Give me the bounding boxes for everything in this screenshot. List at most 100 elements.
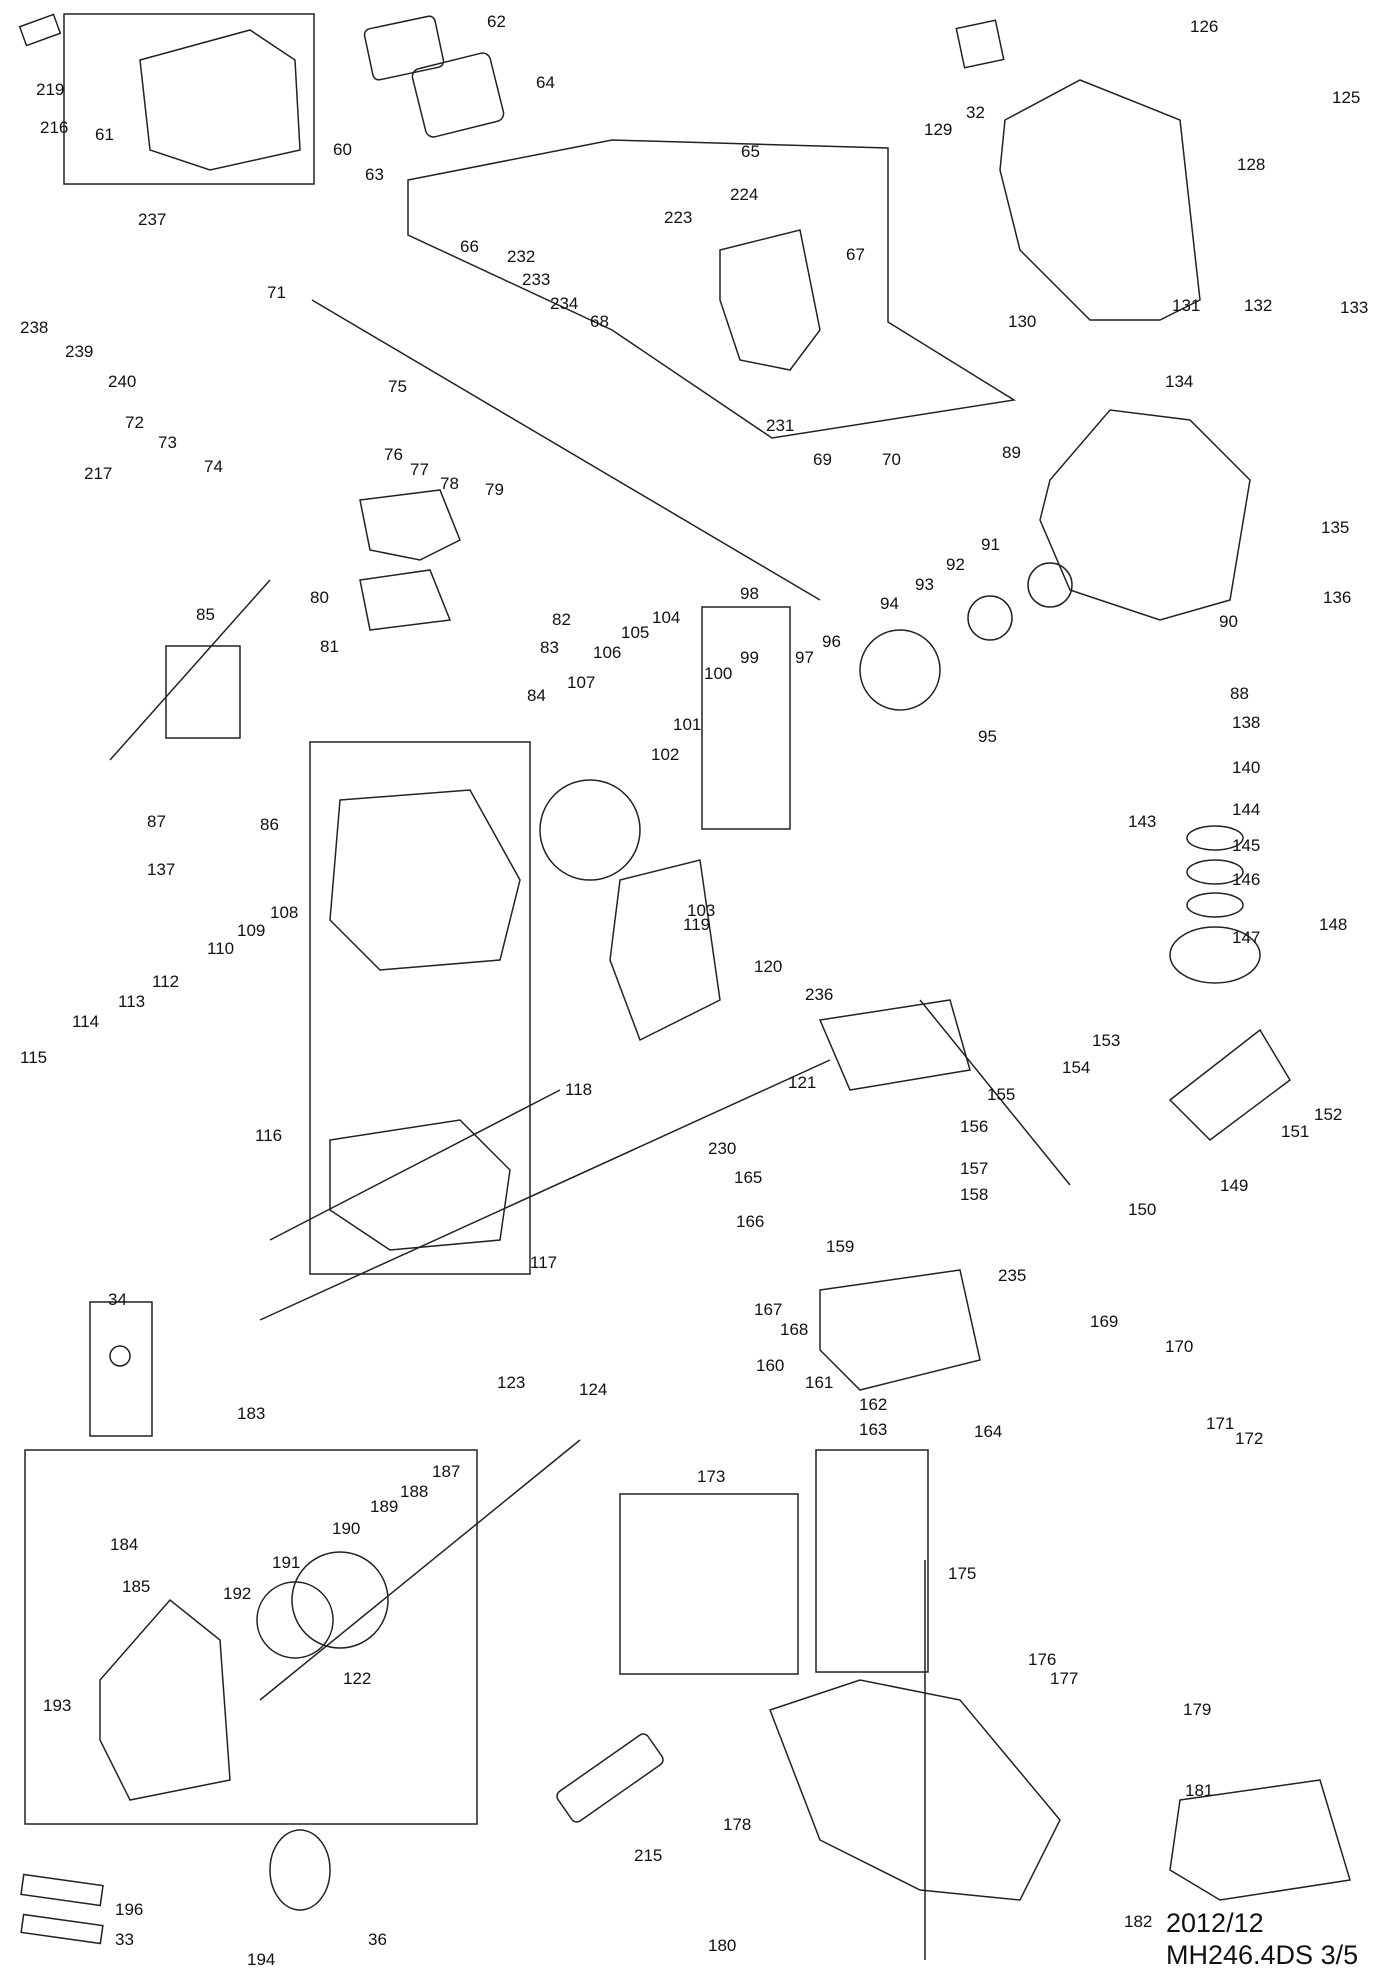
part-number-label: 96	[822, 632, 841, 651]
leader-line	[109, 579, 271, 761]
part-number-label: 158	[960, 1185, 988, 1204]
box-173	[619, 1493, 799, 1675]
part-number-label: 155	[987, 1085, 1015, 1104]
part-number-label: 68	[590, 312, 609, 331]
part-number-label: 69	[813, 450, 832, 469]
part-number-label: 112	[152, 972, 179, 991]
part-number-label: 140	[1232, 758, 1260, 777]
part-number-label: 237	[138, 210, 166, 229]
part-number-label: 110	[207, 939, 234, 958]
part-number-label: 62	[487, 12, 506, 31]
part-number-label: 154	[1062, 1058, 1090, 1077]
part-number-label: 178	[723, 1815, 751, 1834]
part-number-label: 107	[567, 673, 595, 692]
part-number-label: 67	[846, 245, 865, 264]
ring-part	[1186, 892, 1244, 918]
label-part	[18, 13, 62, 47]
part-number-label: 75	[388, 377, 407, 396]
part-number-label: 87	[147, 812, 166, 831]
part-number-label: 134	[1165, 372, 1193, 391]
part-number-label: 143	[1128, 812, 1156, 831]
fuel-tank-part	[769, 1679, 1061, 1901]
fan-cover-part	[999, 79, 1201, 321]
clutch-housing-part	[1039, 409, 1251, 621]
part-number-label: 215	[634, 1846, 662, 1865]
part-number-label: 132	[1244, 296, 1272, 315]
leader-line	[269, 1089, 561, 1241]
part-number-label: 149	[1220, 1176, 1248, 1195]
part-number-label: 34	[108, 1290, 127, 1309]
muffler-part	[609, 859, 721, 1042]
part-number-label: 113	[118, 992, 145, 1011]
gasket-part	[818, 999, 971, 1091]
part-number-label: 126	[1190, 17, 1218, 36]
part-number-label: 99	[740, 648, 759, 667]
part-number-label: 109	[237, 921, 265, 940]
part-number-label: 188	[400, 1482, 428, 1501]
part-number-label: 190	[332, 1519, 360, 1538]
part-number-label: 182	[1124, 1912, 1152, 1931]
part-number-label: 123	[497, 1373, 525, 1392]
part-number-label: 163	[859, 1420, 887, 1439]
part-number-label: 137	[147, 860, 175, 879]
part-number-label: 78	[440, 474, 459, 493]
part-number-label: 82	[552, 610, 571, 629]
diagram-date: 2012/12	[1166, 1908, 1264, 1938]
part-number-label: 92	[946, 555, 965, 574]
part-number-label: 119	[683, 915, 710, 934]
part-number-label: 95	[978, 727, 997, 746]
part-number-label: 114	[72, 1012, 99, 1031]
part-number-label: 165	[734, 1168, 762, 1187]
part-number-label: 168	[780, 1320, 808, 1339]
part-number-label: 234	[550, 294, 578, 313]
box-34	[89, 1301, 153, 1437]
part-number-label: 233	[522, 270, 550, 289]
part-number-label: 84	[527, 686, 546, 705]
part-number-label: 231	[766, 416, 794, 435]
part-number-label: 103	[687, 901, 715, 920]
part-number-label: 100	[704, 664, 732, 683]
ring-part	[1186, 825, 1244, 851]
part-number-label: 89	[1002, 443, 1021, 462]
part-number-label: 71	[267, 283, 286, 302]
recoil-spring-part	[256, 1581, 334, 1659]
part-number-label: 129	[924, 120, 952, 139]
part-number-label: 216	[40, 118, 68, 137]
air-cleaner-case-part	[719, 229, 821, 371]
part-number-label: 33	[115, 1930, 134, 1949]
part-number-label: 88	[1230, 684, 1249, 703]
part-number-label: 120	[754, 957, 782, 976]
leader-line	[259, 1439, 581, 1701]
part-number-label: 85	[196, 605, 215, 624]
part-number-label: 183	[237, 1404, 265, 1423]
part-number-label: 161	[805, 1373, 833, 1392]
leader-line	[919, 999, 1071, 1186]
part-number-label: 93	[915, 575, 934, 594]
part-number-label: 166	[736, 1212, 764, 1231]
label-part	[955, 19, 1005, 69]
part-number-label: 184	[110, 1535, 138, 1554]
crankcase-part	[329, 1119, 511, 1251]
part-number-label: 146	[1232, 870, 1260, 889]
piston-part	[1169, 926, 1261, 984]
part-number-label: 180	[708, 1936, 736, 1955]
part-number-label: 108	[270, 903, 298, 922]
part-number-label: 74	[204, 457, 223, 476]
part-number-label: 164	[974, 1422, 1002, 1441]
part-number-label: 122	[343, 1669, 371, 1688]
part-number-label: 70	[882, 450, 901, 469]
part-number-label: 189	[370, 1497, 398, 1516]
part-number-label: 230	[708, 1139, 736, 1158]
part-number-label: 118	[565, 1080, 592, 1099]
part-number-label: 104	[652, 608, 680, 627]
part-number-label: 219	[36, 80, 64, 99]
part-number-label: 150	[1128, 1200, 1156, 1219]
part-number-label: 64	[536, 73, 555, 92]
part-number-label: 131	[1172, 296, 1200, 315]
part-number-label: 238	[20, 318, 48, 337]
part-number-label: 196	[115, 1900, 143, 1919]
part-number-label: 136	[1323, 588, 1351, 607]
part-number-label: 175	[948, 1564, 976, 1583]
box-65	[407, 139, 1017, 439]
